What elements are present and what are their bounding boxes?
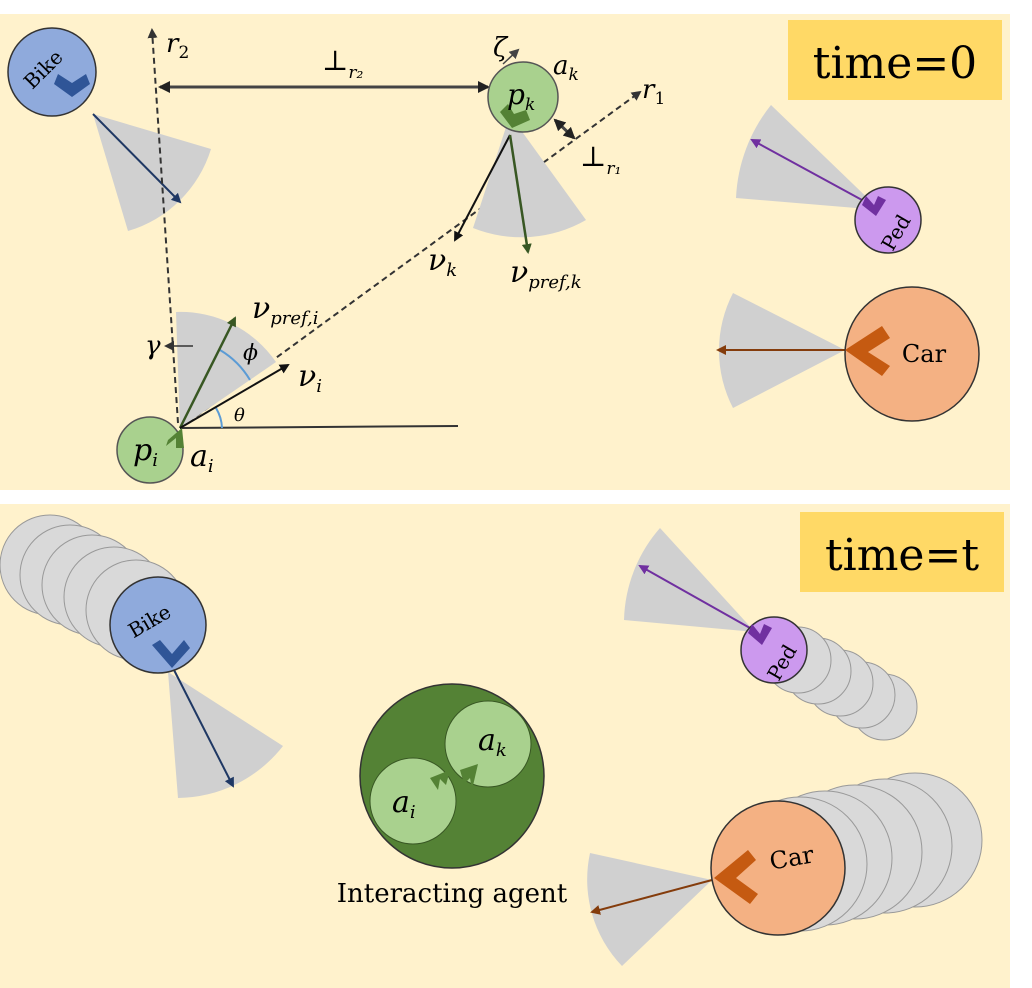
zeta-label: ζ	[493, 33, 509, 63]
agent-i-heading-chevron	[166, 428, 184, 448]
ped-velocity-arrow-bottom	[638, 565, 751, 629]
ped-heading-chevron-bottom	[748, 624, 772, 645]
bottom-panel: time=t Bike ai ak Interacting agent	[0, 504, 1010, 988]
r1-label: r1	[642, 75, 665, 109]
perp-r2-label: ⊥r₂	[322, 44, 363, 83]
time-label-top-text: time=0	[813, 38, 977, 89]
agent-i-body	[116, 416, 184, 484]
time-label-bottom-text: time=t	[825, 530, 979, 581]
perp-r1-arrow	[553, 118, 576, 140]
ped-ghost-trail	[764, 626, 918, 741]
bike-velocity-arrow	[92, 113, 182, 204]
nu-pref-i-arrow	[178, 316, 237, 429]
bike-agent-bottom: Bike	[109, 576, 283, 798]
time-label-bottom: time=t	[800, 512, 1004, 592]
interacting-agent-a-k	[444, 700, 532, 788]
bike-heading-chevron	[54, 74, 90, 97]
nu-k-label: νk	[428, 243, 457, 281]
agent-k-top: pk ζ ak ⊥r₁ νk νpref,k	[428, 33, 621, 293]
p-k-label: pk	[507, 78, 535, 115]
reference-axis	[179, 425, 459, 429]
car-body	[844, 286, 980, 422]
gamma-label: γ	[145, 331, 161, 361]
ped-velocity-arrow	[750, 139, 863, 201]
r2-label: r2	[166, 29, 189, 63]
interacting-agent: ai ak Interacting agent	[337, 683, 568, 909]
zeta-arrow	[502, 48, 520, 65]
interacting-agent-chevron-k	[460, 764, 478, 790]
agent-i-top: γ ϕ θ νpref,i νi pi ai	[116, 291, 459, 484]
p-i-label: pi	[133, 433, 158, 471]
nu-k-arrow	[454, 134, 511, 242]
ped-heading-chevron	[862, 196, 886, 216]
interacting-a-k-label: ak	[478, 723, 507, 761]
nu-i-arrow	[179, 363, 290, 429]
interacting-agent-chevron-i	[430, 770, 450, 790]
theta-label: θ	[234, 405, 245, 426]
bike-vision-cone-bottom	[168, 672, 283, 798]
interacting-a-i-label: ai	[392, 785, 416, 823]
agent-k-heading-chevron	[500, 104, 530, 128]
car-body-bottom	[710, 800, 846, 936]
r2-axis	[147, 28, 179, 424]
nu-pref-i-label: νpref,i	[252, 291, 319, 329]
car-agent-bottom: Car	[587, 800, 846, 966]
a-k-label: ak	[553, 51, 579, 85]
car-velocity-arrow-bottom	[590, 879, 713, 915]
phi-label: ϕ	[243, 341, 258, 366]
car-label: Car	[902, 340, 947, 368]
ped-agent-bottom: Ped	[624, 528, 808, 685]
nu-pref-k-label: νpref,k	[510, 255, 582, 293]
bike-velocity-arrow-bottom	[172, 667, 234, 788]
bike-agent-top: Bike	[7, 27, 211, 231]
car-agent-top: Car	[716, 286, 980, 422]
nu-pref-k-arrow	[508, 134, 532, 254]
ped-vision-cone-bottom	[624, 528, 755, 632]
interacting-agent-a-i	[369, 757, 457, 845]
a-i-label: ai	[190, 439, 214, 477]
time-label-top: time=0	[788, 20, 1002, 100]
ped-agent-top: Ped	[736, 105, 922, 255]
car-heading-chevron-bottom	[714, 850, 758, 904]
ped-vision-cone	[736, 105, 880, 210]
car-heading-chevron	[845, 326, 890, 376]
agent-k-vision-cone	[473, 115, 586, 238]
perp-r1-label: ⊥r₁	[580, 140, 621, 179]
bike-heading-chevron-bottom	[152, 640, 190, 668]
phi-arc	[219, 349, 251, 381]
nu-i-label: νi	[298, 359, 322, 397]
top-panel: time=0 Bike r2 ⊥r₂ r1 pk ζ ak	[0, 14, 1010, 490]
interacting-agent-label: Interacting agent	[337, 879, 568, 909]
car-vision-cone-bottom	[587, 853, 712, 966]
agent-i-vision-cone	[176, 311, 276, 428]
